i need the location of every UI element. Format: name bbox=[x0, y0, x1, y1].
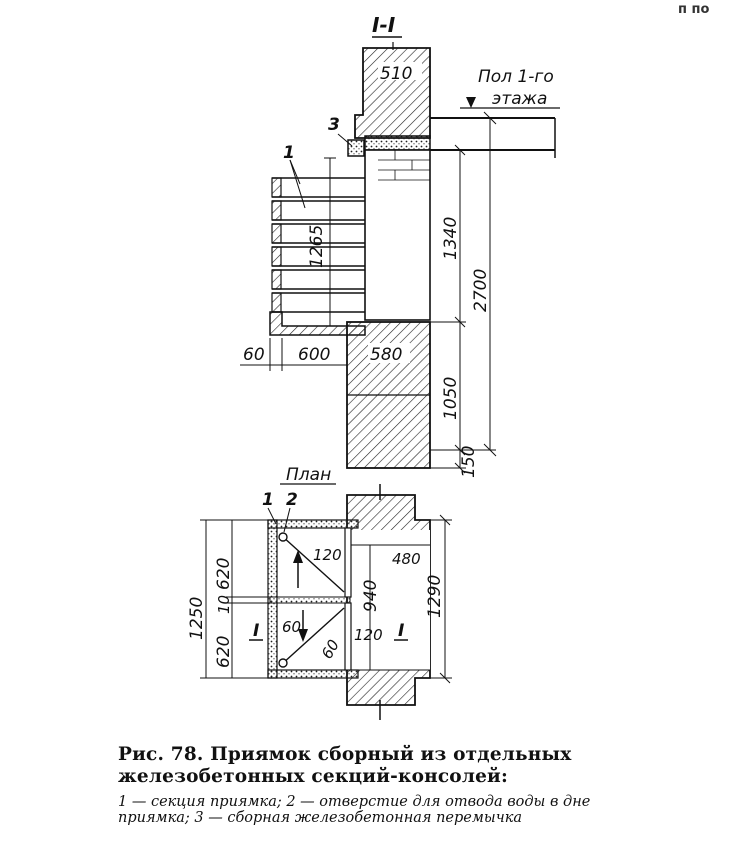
plan-callout-1: 1 bbox=[262, 490, 274, 510]
page-corner-fragment: п по bbox=[678, 2, 710, 17]
caption-description: 1 — секция приямка; 2 — отверстие для от… bbox=[118, 794, 591, 826]
section-title: I-I bbox=[372, 13, 396, 37]
caption-title: Рис. 78. Приямок сборный из отдельных же… bbox=[118, 744, 572, 787]
pit-sections bbox=[269, 177, 366, 336]
plan-dim-620-bottom: 620 bbox=[214, 636, 234, 668]
floor-slab: Пол 1-го этажа bbox=[430, 67, 560, 158]
plan-cut-mark-right: I bbox=[398, 621, 404, 641]
plan-dimensions bbox=[200, 514, 452, 684]
plan-cut-mark-left: I bbox=[253, 621, 259, 641]
brick-masonry bbox=[364, 149, 431, 321]
plan-wall bbox=[346, 484, 431, 720]
plan-dim-620-top: 620 bbox=[214, 558, 234, 590]
plan-dim-60-b: 60 bbox=[318, 636, 343, 662]
dim-150: 150 bbox=[459, 446, 479, 478]
dim-600: 600 bbox=[298, 345, 330, 365]
plan-title: План bbox=[286, 465, 331, 485]
technical-drawing: I-I 510 bbox=[187, 13, 560, 720]
dim-1340: 1340 bbox=[441, 217, 461, 260]
plan-view: План bbox=[187, 465, 452, 720]
upper-wall: 510 bbox=[354, 47, 431, 139]
plan-dim-120-bottom: 120 bbox=[354, 626, 383, 644]
floor-label-line1: Пол 1-го bbox=[478, 67, 554, 87]
plan-dim-1250: 1250 bbox=[187, 597, 207, 640]
section-dimensions bbox=[240, 111, 497, 474]
dim-1050: 1050 bbox=[441, 377, 461, 420]
plan-dim-120-top: 120 bbox=[313, 546, 342, 564]
floor-label-line2: этажа bbox=[492, 89, 547, 109]
section-view: I-I 510 bbox=[240, 13, 560, 478]
plan-dim-940: 940 bbox=[361, 580, 381, 612]
plan-callout-2: 2 bbox=[286, 490, 298, 510]
dim-60: 60 bbox=[243, 345, 265, 365]
lintel bbox=[347, 135, 431, 157]
plan-pit bbox=[267, 519, 359, 679]
plan-dim-1290: 1290 bbox=[425, 575, 445, 618]
dim-2700: 2700 bbox=[471, 269, 491, 312]
plan-dim-60-a: 60 bbox=[282, 618, 301, 636]
figure-caption: Рис. 78. Приямок сборный из отдельных же… bbox=[118, 744, 658, 826]
section-callout-3: 3 bbox=[328, 115, 340, 135]
dim-1265: 1265 bbox=[307, 225, 327, 268]
foundation-wall: 580 bbox=[346, 321, 431, 469]
plan-dim-480: 480 bbox=[392, 550, 421, 568]
section-callout-1: 1 bbox=[283, 143, 295, 163]
plan-dim-10: 10 bbox=[215, 595, 233, 614]
dim-wall-top: 510 bbox=[380, 64, 412, 84]
dim-wall-bottom: 580 bbox=[370, 345, 402, 365]
